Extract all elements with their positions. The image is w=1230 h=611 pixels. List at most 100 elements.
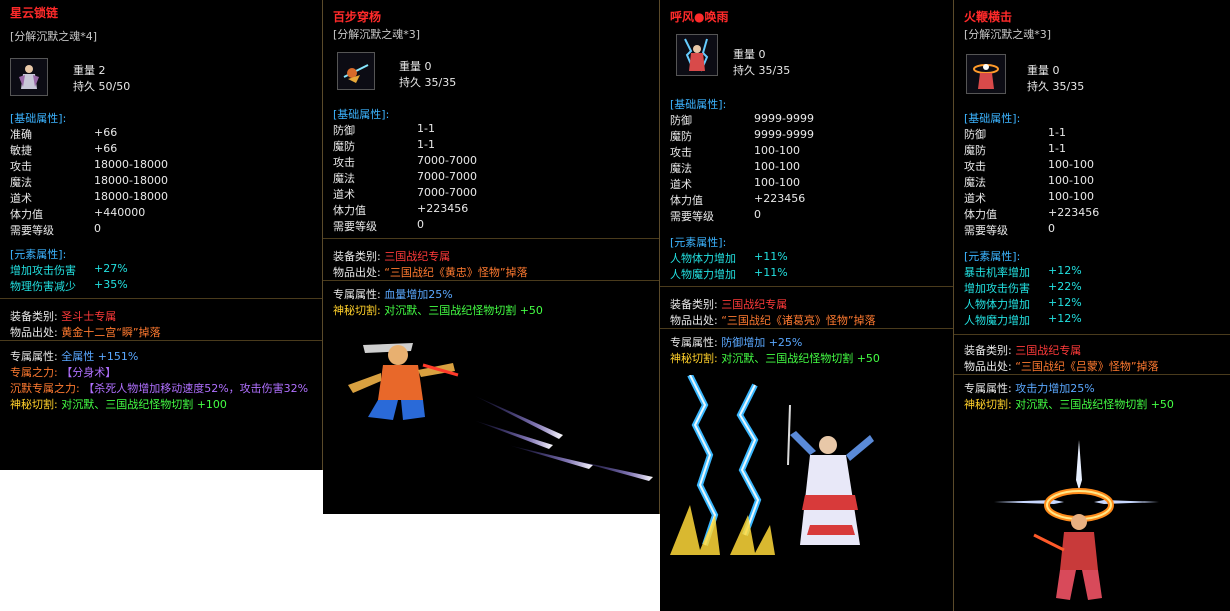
weight-label: 重量 (733, 48, 755, 61)
stat-name: 体力值 (333, 204, 366, 217)
stat-value: 1-1 (417, 138, 435, 151)
stat-value: +440000 (94, 206, 146, 219)
weight-label: 重量 (399, 60, 421, 73)
durability-label: 持久 (399, 76, 421, 89)
stat-name: 道术 (10, 192, 32, 205)
elem-stats-header: [元素属性]: (670, 236, 727, 249)
stat-value: 7000-7000 (417, 170, 477, 183)
durability-label: 持久 (73, 80, 95, 93)
stat-name: 魔法 (10, 176, 32, 189)
special-label: 专属之力: (10, 366, 58, 379)
origin-value: 黄金十二宫“瞬”掉落 (61, 326, 161, 339)
stat-value: 100-100 (754, 144, 800, 157)
exclusive-value: 防御增加 (721, 336, 766, 349)
item-title: 星云锁链 (10, 6, 59, 20)
mystic-amount: +50 (856, 352, 880, 365)
mystic-value: 对沉默、三国战纪怪物切割 (721, 352, 854, 365)
stat-name: 人物体力增加 (670, 252, 736, 265)
equip-type-value: 三国战纪专属 (384, 250, 451, 263)
stat-name: 需要等级 (964, 224, 1008, 237)
stat-value: +12% (1048, 296, 1082, 309)
divider (0, 340, 322, 341)
item-title: 火鞭横击 (964, 10, 1013, 24)
weight-value: 0 (758, 48, 766, 61)
mystic-amount: +100 (196, 398, 227, 411)
elem-stats-header: [元素属性]: (964, 250, 1021, 263)
exclusive-label: 专属属性: (333, 288, 381, 301)
mage-icon (677, 35, 717, 75)
silence-value: 【杀死人物增加移动速度52%，攻击伤害32% (83, 382, 309, 395)
stat-name: 物理伤害减少 (10, 280, 76, 293)
stat-name: 魔防 (964, 144, 986, 157)
stat-value: 9999-9999 (754, 112, 814, 125)
stat-value: +22% (1048, 280, 1082, 293)
silence-label: 沉默专属之力: (10, 382, 80, 395)
stat-value: +12% (1048, 264, 1082, 277)
exclusive-value: 攻击力增加25% (1015, 382, 1095, 395)
origin-label: 物品出处: (10, 326, 58, 339)
stat-value: +66 (94, 126, 118, 139)
stat-value: +11% (754, 250, 788, 263)
stat-name: 防御 (964, 128, 986, 141)
weight-label: 重量 (73, 64, 95, 77)
stat-value: 1-1 (417, 122, 435, 135)
stat-value: +223456 (417, 202, 469, 215)
stat-name: 魔法 (964, 176, 986, 189)
decompose-text: [分解沉默之魂*3] (964, 28, 1052, 41)
exclusive-amount: +151% (97, 350, 139, 363)
equip-type-label: 装备类别: (10, 310, 58, 323)
mystic-label: 神秘切割: (670, 352, 718, 365)
warrior-icon (11, 59, 47, 95)
origin-label: 物品出处: (964, 360, 1012, 373)
durability-label: 持久 (733, 64, 755, 77)
divider (323, 238, 659, 239)
divider (954, 334, 1230, 335)
stat-name: 需要等级 (670, 210, 714, 223)
stat-name: 道术 (964, 192, 986, 205)
mystic-label: 神秘切割: (10, 398, 58, 411)
weight-value: 0 (1052, 64, 1060, 77)
mystic-value: 对沉默、三国战纪怪物切割 (1015, 398, 1148, 411)
stat-name: 攻击 (10, 160, 32, 173)
exclusive-value: 全属性 (61, 350, 95, 363)
elem-stats-header: [元素属性]: (10, 248, 67, 261)
stat-name: 魔防 (670, 130, 692, 143)
origin-label: 物品出处: (670, 314, 718, 327)
stat-name: 攻击 (964, 160, 986, 173)
weight-value: 0 (424, 60, 432, 73)
stat-name: 人物魔力增加 (964, 314, 1030, 327)
base-stats-header: [基础属性]: (333, 108, 390, 121)
stat-value: 100-100 (754, 176, 800, 189)
item-icon (676, 34, 718, 76)
origin-value: “三国战纪《吕蒙》怪物”掉落 (1015, 360, 1159, 373)
stat-value: 0 (94, 222, 101, 235)
equip-type-value: 三国战纪专属 (1015, 344, 1082, 357)
origin-label: 物品出处: (333, 266, 381, 279)
stat-name: 暴击机率增加 (964, 266, 1030, 279)
base-stats-header: [基础属性]: (964, 112, 1021, 125)
durability-label: 持久 (1027, 80, 1049, 93)
stat-name: 准确 (10, 128, 32, 141)
mystic-value: 对沉默、三国战纪怪物切割 (384, 304, 517, 317)
item-title: 呼风●唤雨 (670, 10, 729, 24)
exclusive-label: 专属属性: (670, 336, 718, 349)
durability-value: 35/35 (758, 64, 791, 77)
stat-name: 需要等级 (333, 220, 377, 233)
decompose-text: [分解沉默之魂*3] (333, 28, 421, 41)
mystic-label: 神秘切割: (333, 304, 381, 317)
origin-value: “三国战纪《黄忠》怪物”掉落 (384, 266, 528, 279)
origin-value: “三国战纪《诸葛亮》怪物”掉落 (721, 314, 876, 327)
mystic-amount: +50 (519, 304, 543, 317)
archer-icon (338, 53, 374, 89)
mage-figure (787, 404, 874, 545)
stat-value: 18000-18000 (94, 158, 168, 171)
stat-name: 增加攻击伤害 (10, 264, 76, 277)
item-icon (337, 52, 375, 90)
stat-value: 18000-18000 (94, 190, 168, 203)
sparkle-icon (994, 440, 1159, 504)
stat-value: +223456 (754, 192, 806, 205)
weight-value: 2 (98, 64, 106, 77)
stat-name: 体力值 (10, 208, 43, 221)
item-icon (10, 58, 48, 96)
stat-name: 攻击 (333, 156, 355, 169)
